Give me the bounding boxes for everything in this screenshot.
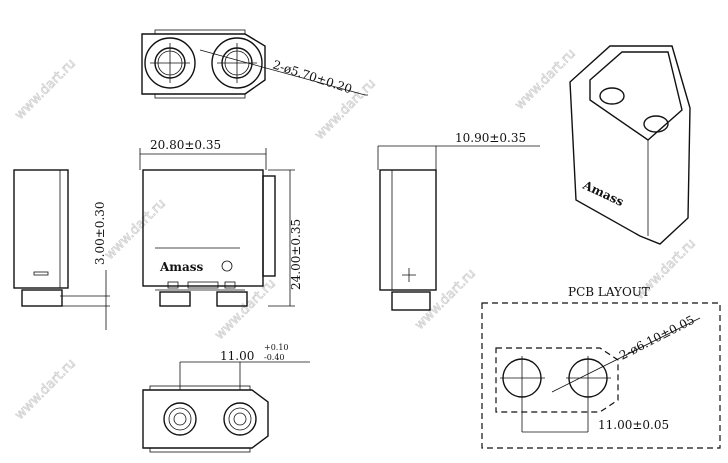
pcb-hole-dimension: 2-ø6.10±0.05 <box>617 313 697 363</box>
right-width-dimension: 10.90±0.35 <box>455 131 526 145</box>
pcb-layout: PCB LAYOUT 2-ø6.10±0.05 11.00±0.05 <box>481 285 721 449</box>
bottom-tolerance-minus: -0.40 <box>264 353 285 362</box>
left-dimension: 3.00±0.30 <box>93 202 107 266</box>
bottom-tolerance-plus: +0.10 <box>264 343 289 352</box>
right-view: 10.90±0.35 <box>377 131 540 311</box>
front-height-dimension: 24.00±0.35 <box>289 219 303 290</box>
top-view: 2-ø5.70±0.20 <box>141 29 368 99</box>
watermark: www.dart.ru www.dart.ru www.dart.ru www.… <box>12 46 699 423</box>
svg-text:www.dart.ru: www.dart.ru <box>512 46 579 113</box>
top-hole-dimension: 2-ø5.70±0.20 <box>271 58 354 97</box>
isometric-view: Amass <box>569 45 691 245</box>
iso-logo: Amass <box>580 178 626 210</box>
svg-text:www.dart.ru: www.dart.ru <box>102 196 169 263</box>
pcb-pitch-dimension: 11.00±0.05 <box>598 418 669 432</box>
front-view: 20.80±0.35 Amass 24.00±0.35 <box>139 138 303 307</box>
pcb-layout-title: PCB LAYOUT <box>568 285 650 299</box>
front-width-dimension: 20.80±0.35 <box>150 138 221 152</box>
svg-text:www.dart.ru: www.dart.ru <box>12 356 79 423</box>
svg-text:www.dart.ru: www.dart.ru <box>12 56 79 123</box>
left-view: 3.00±0.30 <box>13 169 110 330</box>
bottom-pitch-dimension: 11.00 <box>220 349 254 363</box>
svg-text:www.dart.ru: www.dart.ru <box>412 266 479 333</box>
front-logo: Amass <box>159 260 204 274</box>
bottom-view: 11.00 +0.10 -0.40 <box>142 343 310 453</box>
